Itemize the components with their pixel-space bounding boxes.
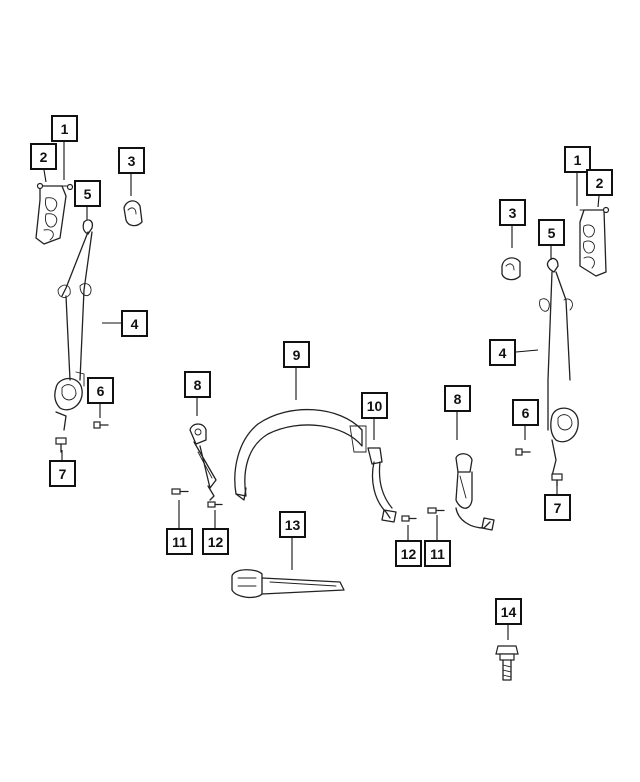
- callout-6-right[interactable]: 6: [512, 399, 539, 426]
- center-buckle-part: [367, 447, 397, 523]
- mounting-bolt-part: [495, 645, 519, 681]
- callout-1-left[interactable]: 1: [51, 115, 78, 142]
- left-height-adjuster-part: [35, 182, 74, 245]
- callout-1-right[interactable]: 1: [564, 146, 591, 173]
- left-shoulder-belt-part: [54, 219, 94, 431]
- callout-11-right[interactable]: 11: [424, 540, 451, 567]
- callout-14[interactable]: 14: [495, 598, 522, 625]
- callout-12-left[interactable]: 12: [202, 528, 229, 555]
- callout-2-right[interactable]: 2: [586, 169, 613, 196]
- callout-7-right[interactable]: 7: [544, 494, 571, 521]
- right-d-ring-cover-part: [501, 257, 521, 281]
- right-height-adjuster-part: [579, 206, 610, 277]
- callout-6-left[interactable]: 6: [87, 377, 114, 404]
- callout-8-left[interactable]: 8: [184, 371, 211, 398]
- right-retractor-bolt-part: [515, 448, 563, 487]
- callout-10[interactable]: 10: [361, 392, 388, 419]
- center-fasteners-part: [171, 488, 445, 522]
- callout-11-left[interactable]: 11: [166, 528, 193, 555]
- left-buckle-part: [189, 423, 217, 501]
- callout-13[interactable]: 13: [279, 511, 306, 538]
- callout-3-right[interactable]: 3: [499, 199, 526, 226]
- callout-12-right[interactable]: 12: [395, 540, 422, 567]
- left-retractor-bolt-part: [55, 421, 109, 453]
- callout-7-left[interactable]: 7: [49, 460, 76, 487]
- callout-5-right[interactable]: 5: [538, 219, 565, 246]
- callout-4-right[interactable]: 4: [489, 339, 516, 366]
- rear-lap-belt-part: [231, 569, 345, 599]
- callout-3-left[interactable]: 3: [118, 147, 145, 174]
- left-d-ring-cover-part: [123, 200, 143, 227]
- callout-4-left[interactable]: 4: [121, 310, 148, 337]
- callout-8-right[interactable]: 8: [444, 385, 471, 412]
- right-buckle-part: [455, 453, 495, 531]
- center-lap-belt-part: [234, 408, 367, 501]
- callout-5-left[interactable]: 5: [74, 180, 101, 207]
- right-shoulder-belt-part: [539, 257, 579, 477]
- callout-2-left[interactable]: 2: [30, 143, 57, 170]
- callout-9[interactable]: 9: [283, 341, 310, 368]
